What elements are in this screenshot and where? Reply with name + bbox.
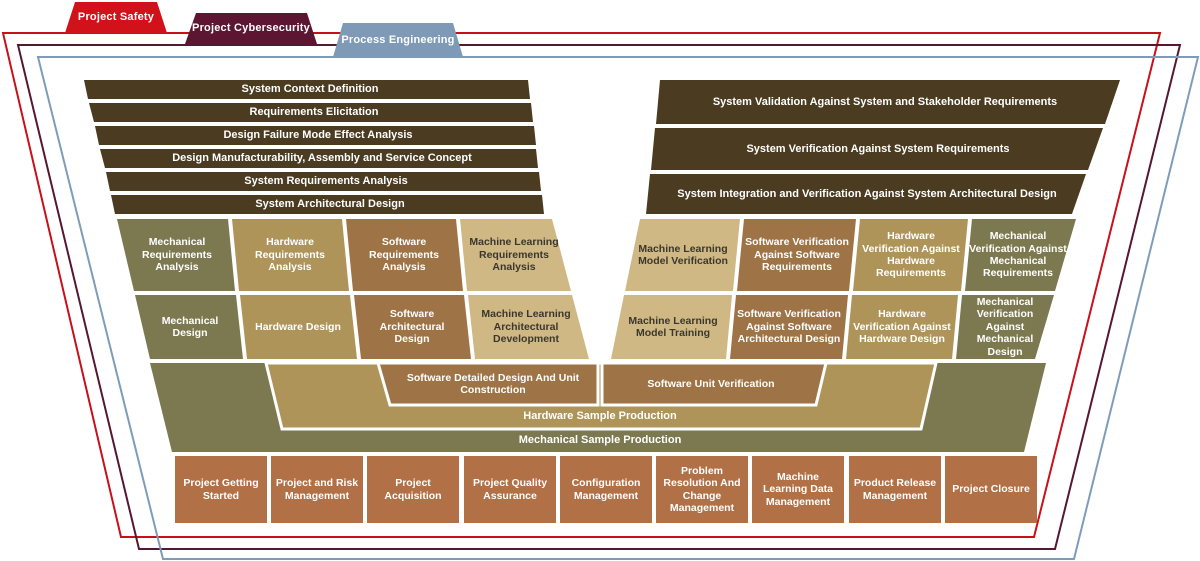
cell-mechanical-verification-requirements [965,219,1076,291]
box-project-closure [945,456,1037,523]
tab-project-cybersecurity-shape[interactable] [185,13,317,44]
left-bar-shape-2 [89,103,533,122]
cell-software-verification-requirements [737,219,856,291]
frame-process-engineering [36,56,1200,560]
cell-hardware-verification-requirements [853,219,968,291]
box-ml-data-management [752,456,844,523]
tab-process-engineering-shape[interactable] [333,23,463,57]
cell-software-detailed-design [376,361,600,407]
cell-ml-requirements-analysis [460,219,571,291]
right-bar-shape-1 [656,80,1120,124]
cell-hardware-design [240,295,357,359]
cell-mechanical-verification-design [956,295,1054,359]
right-bar-shape-2 [651,128,1103,170]
box-project-quality-assurance [464,456,556,523]
frame-project-cybersecurity [16,44,1182,550]
cell-hardware-requirements-analysis [232,219,349,291]
cell-software-requirements-analysis [346,219,463,291]
box-product-release-management [849,456,941,523]
left-bar-shape-4 [100,149,538,168]
cell-mechanical-requirements-analysis [117,219,235,291]
box-project-getting-started [175,456,267,523]
left-bar-shape-1 [84,80,530,99]
right-bar-shape-3 [646,174,1086,214]
left-bar-shape-3 [95,126,536,145]
tab-project-safety-shape[interactable] [65,2,167,33]
box-project-risk-management [271,456,363,523]
cell-ml-architectural-development [468,295,589,359]
box-configuration-management [560,456,652,523]
cell-mechanical-design [135,295,243,359]
cell-ml-model-training [611,295,732,359]
cell-software-verification-architectural [730,295,848,359]
left-bar-shape-5 [106,172,541,191]
frame-project-safety [1,32,1162,538]
cell-software-architectural-design [354,295,471,359]
box-problem-resolution [656,456,748,523]
cell-hardware-verification-design [846,295,958,359]
cell-software-unit-verification [600,361,828,407]
cell-ml-model-verification [625,219,740,291]
box-project-acquisition [367,456,459,523]
left-bar-shape-6 [111,195,544,214]
